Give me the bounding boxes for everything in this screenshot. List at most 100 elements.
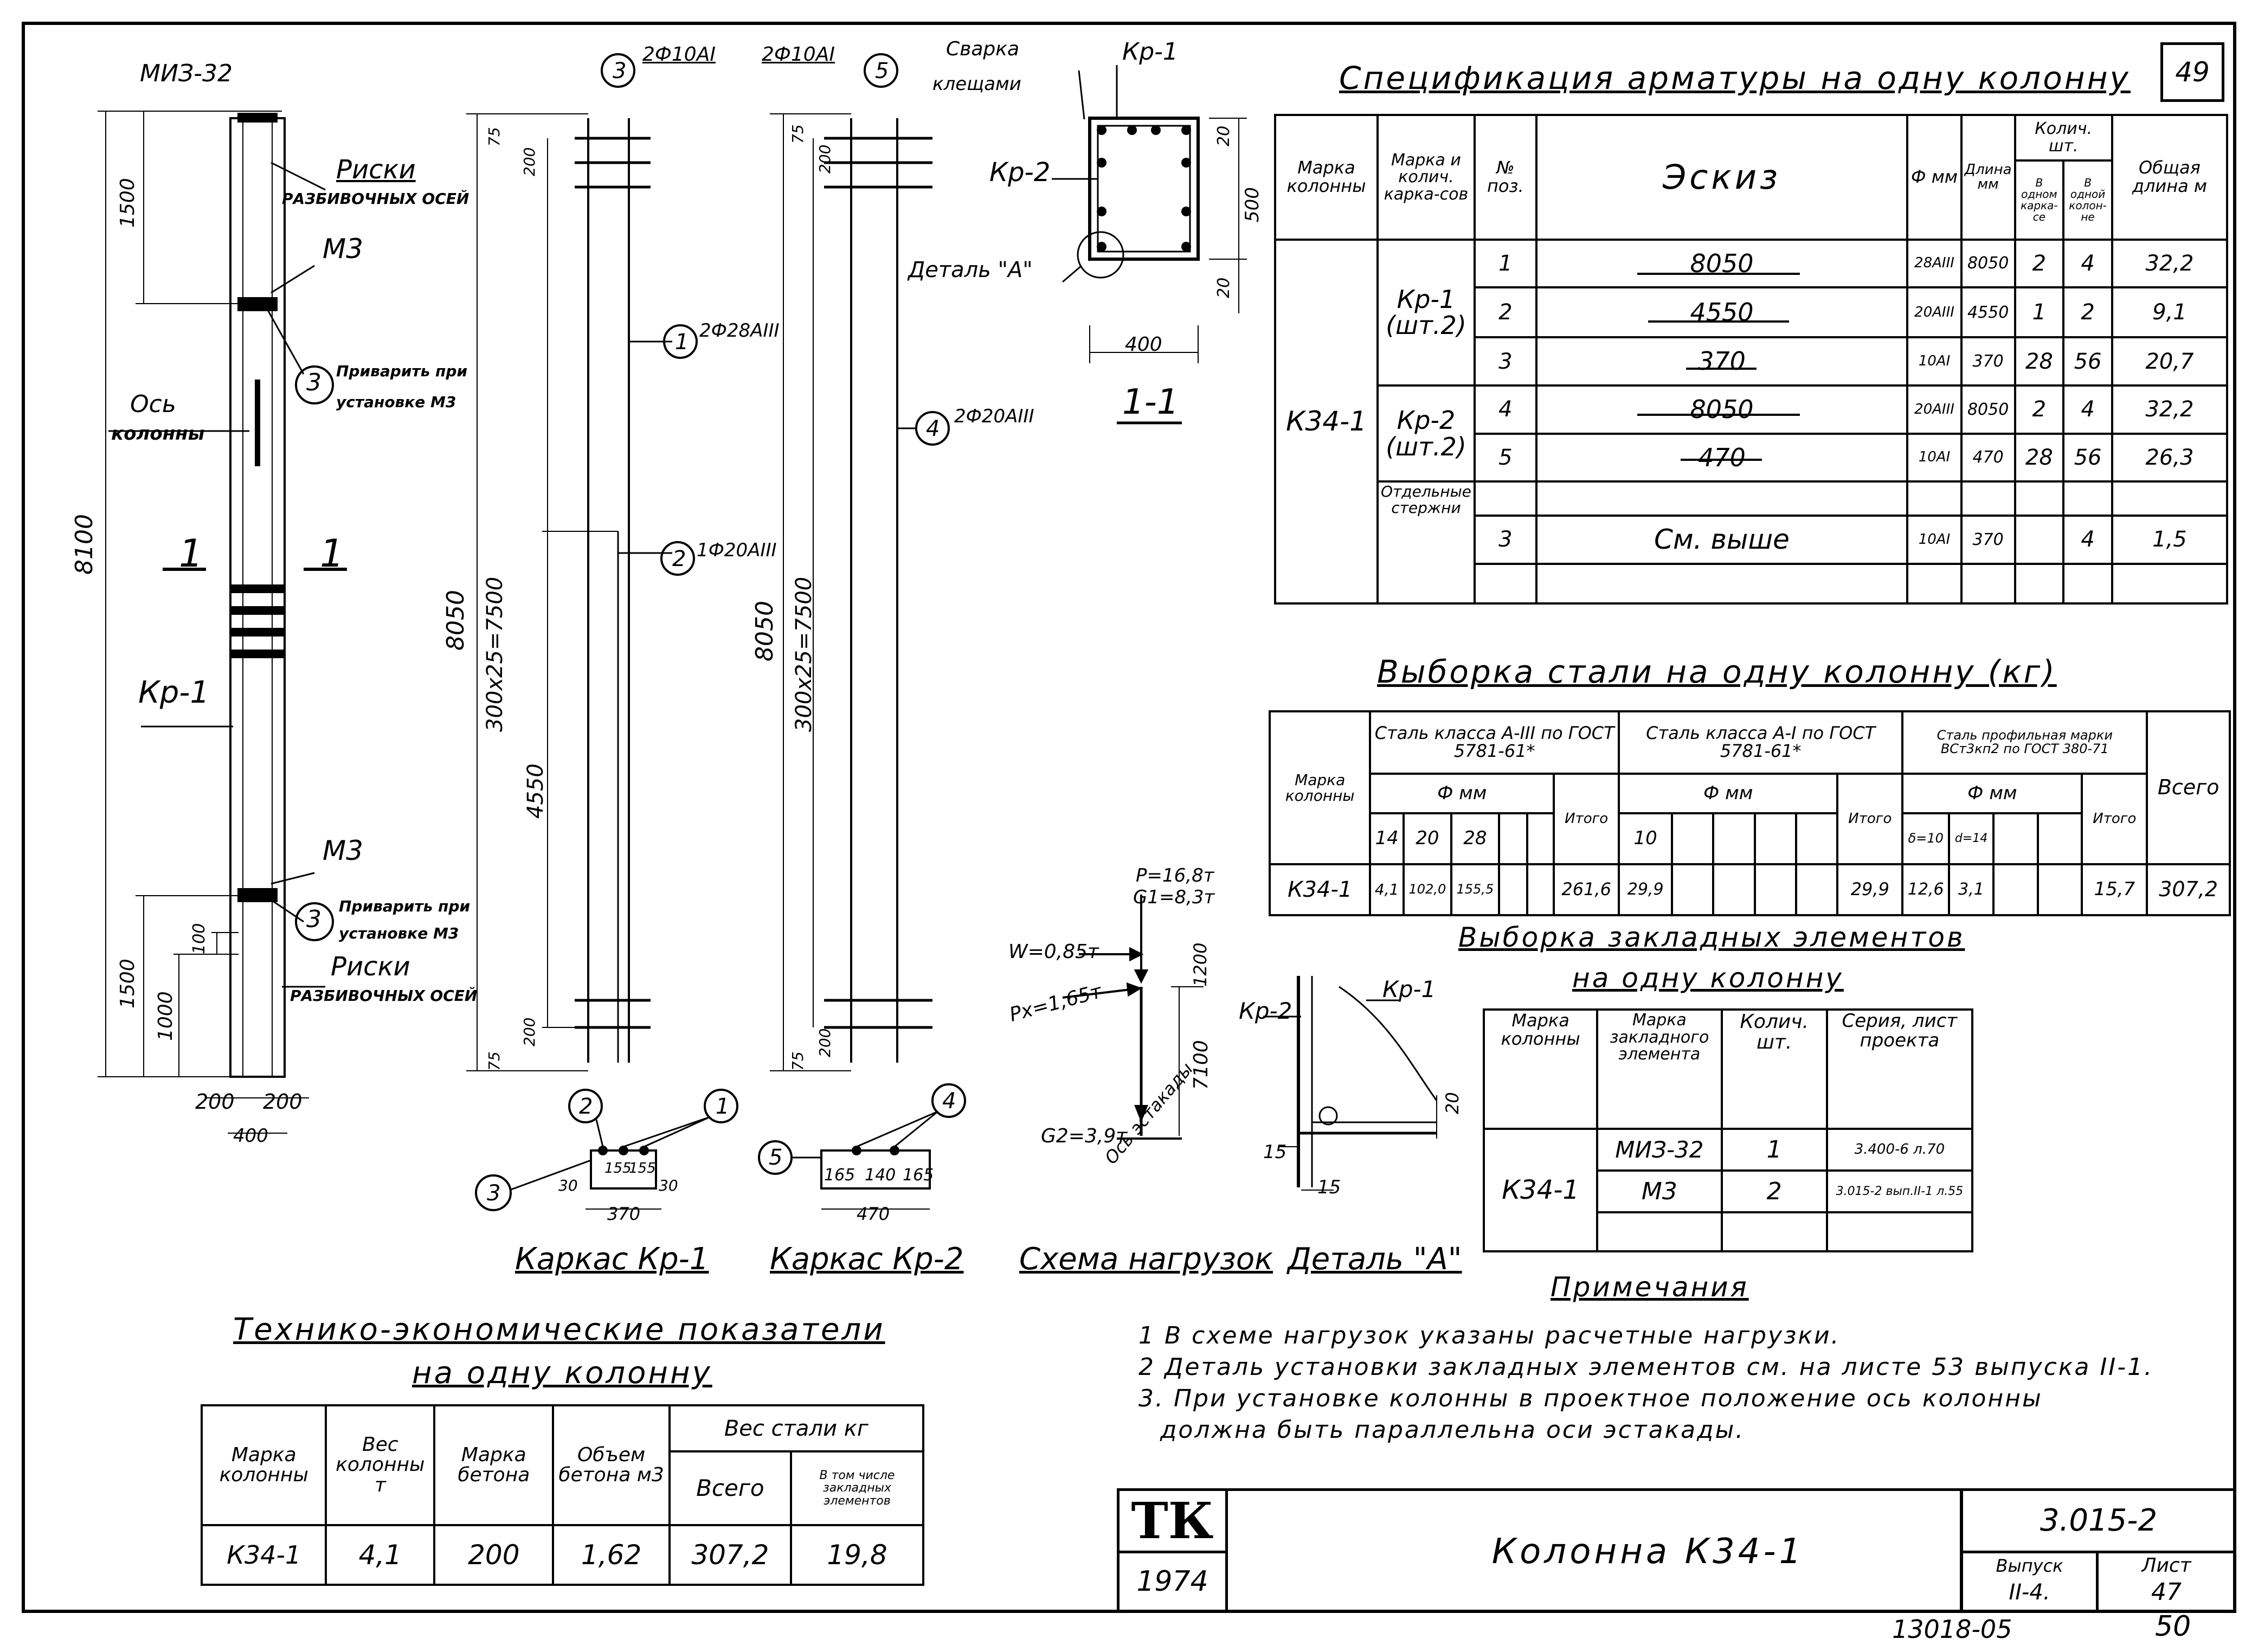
steel-title: Выборка стали на одну колонну (кг) <box>1377 653 2057 690</box>
steel-cell-empty <box>1497 812 1529 865</box>
label-privarit-top-sub: установке М3 <box>336 393 456 411</box>
spec-cell-pos: 4 <box>1473 384 1538 435</box>
spec-cell-q2: 2 <box>2062 286 2113 339</box>
load-p: P=16,8т <box>1136 865 1214 886</box>
tep-title-1: Технико-экономические показатели <box>233 1312 885 1347</box>
spec-cell-empty <box>1906 480 1963 517</box>
spec-cell-d: 28АIII <box>1906 238 1963 289</box>
stamp-series: 3.015-2 <box>1963 1491 2234 1553</box>
tep-h-incl: В том числе закладных элементов <box>790 1450 924 1526</box>
spec-cell-empty <box>1473 480 1538 517</box>
steel-h-dmm-a1: Ф мм <box>1618 772 1839 814</box>
label-os-sub: колонны <box>111 423 205 445</box>
steel-h-itogo-a3: Итого <box>1553 772 1620 865</box>
tep-cell-mark: К34-1 <box>200 1524 327 1586</box>
note-1: 1 В схеме нагрузок указаны расчетные наг… <box>1138 1322 1841 1349</box>
spec-cell-pos: 2 <box>1473 286 1538 339</box>
spec-cell-q1: 28 <box>2013 432 2065 483</box>
spec-h-mark: Марка колонны <box>1274 114 1379 241</box>
callout-1-kr1-sec: 1 <box>716 1094 730 1119</box>
spec-cell-len: 8050 <box>1960 384 2016 435</box>
steel-h-d28: 28 <box>1450 812 1500 865</box>
section-mark-right: 1 <box>320 531 344 576</box>
steel-cell-s10: 12,6 <box>1901 863 1951 917</box>
kr1-dim-pitch: 300х25=7500 <box>483 576 507 732</box>
sec-dim-20-top: 20 <box>1214 125 1233 146</box>
label-m3-top: М3 <box>323 233 363 265</box>
spec-cell-d: 10АI <box>1906 336 1963 387</box>
spec-column-mark: К34-1 <box>1274 238 1379 605</box>
sec-detail: Деталь "А" <box>908 258 1033 282</box>
spec-cell-q1 <box>2013 515 2065 565</box>
footer-page: 50 <box>2155 1610 2191 1643</box>
spec-cell-q2: 4 <box>2062 238 2113 289</box>
steel-cell-d28: 155,5 <box>1450 863 1500 917</box>
spec-h-qty: Колич. шт. <box>2013 114 2113 162</box>
sec-dim-20-bottom: 20 <box>1214 277 1233 298</box>
load-g2: G2=3,9т <box>1041 1125 1128 1147</box>
sec-kp1: Кр-1 <box>1122 38 1179 66</box>
spec-row-4: Кр-2 (шт.2) 4 8050 20АIII 8050 2 4 32,2 <box>1275 384 2229 483</box>
spec-cell-tot: 9,1 <box>2111 286 2229 339</box>
steel-cell-empty <box>1497 863 1529 917</box>
tep-h-steel: Вес стали кг <box>668 1404 925 1453</box>
spec-cell-q1: 2 <box>2013 238 2065 289</box>
label-privarit-bottom: Приварить при <box>339 897 471 915</box>
steel-cell-mark: К34-1 <box>1268 863 1372 917</box>
sec-svarka-sub: клещами <box>932 73 1021 95</box>
dim-1000: 1000 <box>155 991 177 1041</box>
spec-sketch-dim: 8050 <box>1690 395 1754 425</box>
spec-cell-len: 4550 <box>1960 286 2016 339</box>
tep-cell-incl: 19,8 <box>790 1524 924 1586</box>
sec-dim-400: 400 <box>1125 333 1162 356</box>
spec-cell-d: 20АIII <box>1906 286 1963 339</box>
emb-h-mark: Марка колонны <box>1482 1008 1599 1130</box>
label-m3-bottom: М3 <box>323 835 363 866</box>
load-h1: 1200 <box>1190 942 1211 987</box>
spec-h-length: Длина мм <box>1960 114 2016 241</box>
spec-cell-len: 8050 <box>1960 238 2016 289</box>
steel-cell-d10: 29,9 <box>1618 863 1674 917</box>
callout-3-kr1-sec: 3 <box>487 1181 501 1206</box>
dim-400-column: 400 <box>233 1125 268 1147</box>
steel-h-itogo-a1: Итого <box>1836 772 1904 865</box>
tep-h-all: Всего <box>668 1450 793 1526</box>
spec-cell-pos: 5 <box>1473 432 1538 483</box>
callout-2-kr1-sec: 2 <box>579 1094 593 1119</box>
spec-cell-d: 10АI <box>1906 432 1963 483</box>
footer-code: 13018-05 <box>1892 1615 2012 1644</box>
spec-h-diam: Ф мм <box>1906 114 1963 241</box>
column-elevation <box>98 111 347 1134</box>
det-dim-15-left: 15 <box>1263 1141 1287 1163</box>
spec-cell-empty <box>1473 562 1538 605</box>
steel-cell-itogo-prof: 15,7 <box>2081 863 2148 917</box>
emb-h-elem: Марка закладного элемента <box>1596 1008 1723 1130</box>
spec-cell-sketch: 4550 <box>1535 286 1909 339</box>
steel-h-s10: δ=10 <box>1901 812 1951 865</box>
note-3-cont: должна быть параллельна оси эстакады. <box>1160 1416 1745 1444</box>
spec-cell-pos: 3 <box>1473 515 1538 565</box>
dim-100: 100 <box>190 923 209 954</box>
kr2-sec-total: 470 <box>857 1204 890 1224</box>
spec-cell-pos: 3 <box>1473 336 1538 387</box>
spec-cell-q1: 1 <box>2013 286 2065 339</box>
spec-cell-empty <box>2062 480 2113 517</box>
kr2-top-bar: 2Ф10АI <box>762 43 835 66</box>
callout-5-kr2-sec: 5 <box>769 1145 783 1170</box>
callout-3-top: 3 <box>306 369 321 396</box>
title-stamp: ТК 1974 Колонна К34-1 3.015-2 Выпуск II-… <box>1117 1488 2234 1613</box>
spec-table: Марка колонны Марка и колич. карка-сов №… <box>1274 114 2229 605</box>
sheet-number-box: 49 <box>2160 42 2224 102</box>
tep-title-2: на одну колонну <box>412 1355 712 1391</box>
spec-cell-q2: 4 <box>2062 515 2113 565</box>
spec-cell-pos: 1 <box>1473 238 1538 289</box>
dim-1500-bottom: 1500 <box>117 959 139 1008</box>
notes-title: Примечания <box>1551 1271 1749 1303</box>
spec-cell-len: 470 <box>1960 432 2016 483</box>
tep-cell-concrete: 200 <box>433 1524 555 1586</box>
steel-cell-empty <box>1795 812 1839 865</box>
steel-h-a1: Сталь класса А-I по ГОСТ 5781-61* <box>1618 710 1904 775</box>
emb-cell-empty <box>1596 1211 1723 1252</box>
tep-table: Марка колонны Вес колонны т Марка бетона… <box>200 1404 925 1586</box>
steel-cell-empty <box>1712 812 1756 865</box>
